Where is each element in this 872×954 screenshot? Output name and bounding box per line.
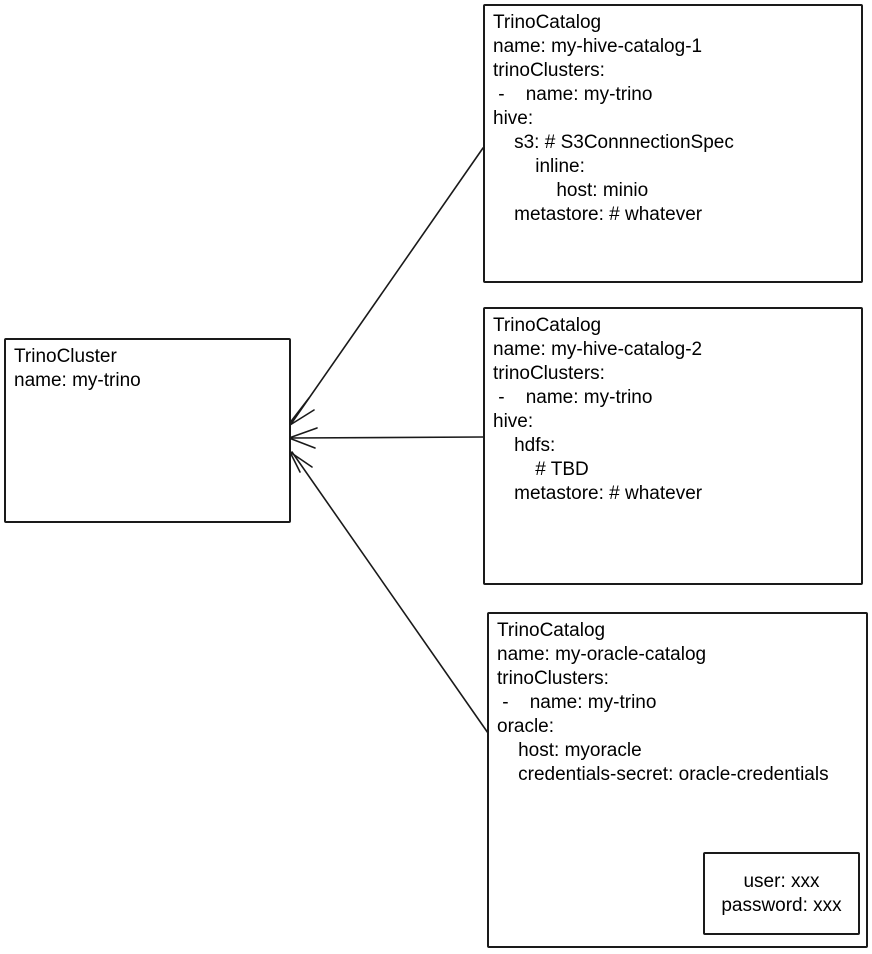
yaml-line: trinoClusters:	[497, 668, 609, 689]
secret-line: password: xxx	[721, 894, 842, 916]
yaml-line: hive:	[493, 108, 534, 129]
yaml-line: hdfs:	[493, 435, 556, 456]
arrowhead-catalog-3	[289, 451, 313, 473]
yaml-line: trinoClusters:	[493, 363, 605, 384]
yaml-line: - name: my-trino	[497, 692, 657, 713]
yaml-line: metastore: # whatever	[493, 483, 703, 504]
yaml-line: trinoClusters:	[493, 60, 605, 81]
secret-line: user: xxx	[743, 870, 820, 892]
oracle-credentials-secret-box: user: xxx password: xxx	[703, 852, 860, 935]
yaml-line: oracle:	[497, 716, 555, 737]
trinocatalog-box-1: TrinoCatalog name: my-hive-catalog-1 tri…	[483, 4, 863, 283]
connector-line-catalog-3	[291, 451, 489, 734]
yaml-line: name: my-hive-catalog-2	[493, 339, 703, 360]
yaml-line: name: my-hive-catalog-1	[493, 36, 703, 57]
connector-line-catalog-1	[290, 147, 484, 425]
yaml-line: TrinoCatalog	[493, 315, 602, 336]
connector-line-catalog-2	[290, 436, 484, 439]
yaml-line: name: my-oracle-catalog	[497, 644, 707, 665]
yaml-line: TrinoCatalog	[497, 620, 606, 641]
yaml-line: # TBD	[493, 459, 589, 480]
yaml-line: TrinoCluster	[14, 346, 117, 367]
yaml-line: - name: my-trino	[493, 84, 653, 105]
arrowhead-catalog-2	[288, 427, 318, 449]
arrowhead-catalog-1	[288, 397, 315, 426]
yaml-line: s3: # S3ConnnectionSpec	[493, 132, 734, 153]
yaml-line: metastore: # whatever	[493, 204, 703, 225]
trinocatalog-box-2: TrinoCatalog name: my-hive-catalog-2 tri…	[483, 307, 863, 585]
trinocluster-box: TrinoCluster name: my-trino	[4, 338, 291, 523]
yaml-line: name: my-trino	[14, 370, 141, 391]
yaml-line: hive:	[493, 411, 534, 432]
yaml-line: - name: my-trino	[493, 387, 653, 408]
yaml-line: host: myoracle	[497, 740, 642, 761]
yaml-line: inline:	[493, 156, 585, 177]
yaml-line: host: minio	[493, 180, 649, 201]
yaml-line: TrinoCatalog	[493, 12, 602, 33]
yaml-line: credentials-secret: oracle-credentials	[497, 764, 829, 785]
